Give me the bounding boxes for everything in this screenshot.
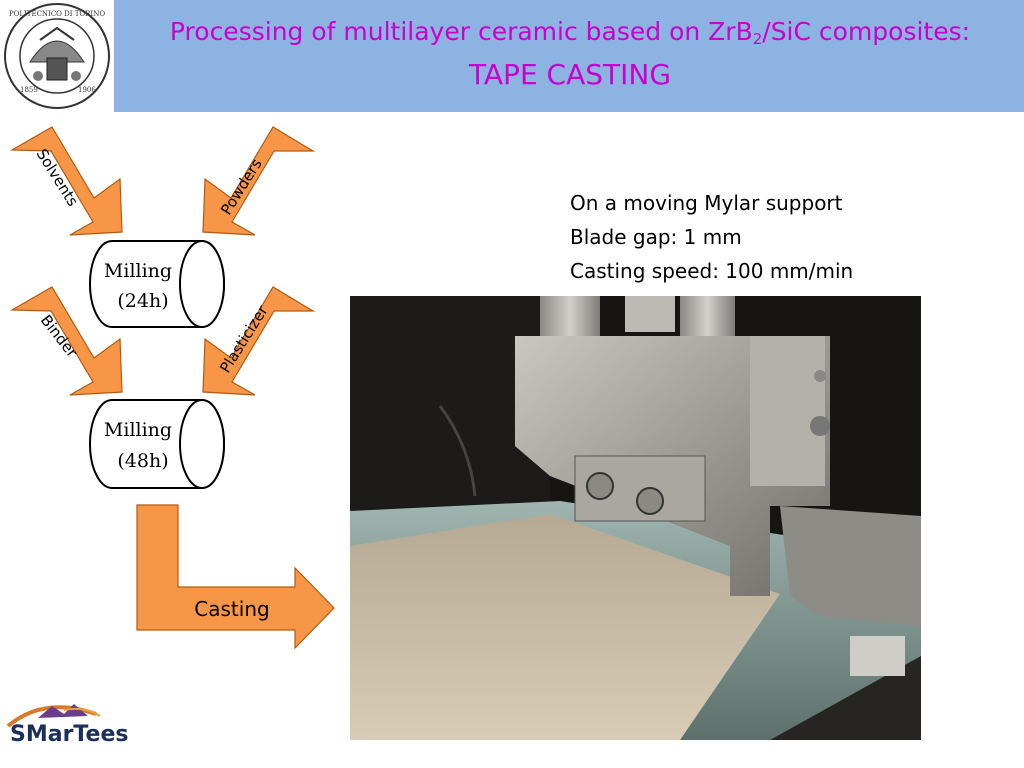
milling1-duration: (24h): [117, 290, 168, 312]
svg-text:1906: 1906: [78, 86, 96, 94]
page-subtitle: TAPE CASTING: [468, 58, 672, 91]
milling1-label: Milling: [104, 260, 172, 282]
info-line-support: On a moving Mylar support: [570, 191, 843, 215]
milling-48h-cylinder: Milling (48h): [89, 399, 225, 489]
smartees-wordmark: SMarTees: [10, 722, 129, 747]
milling-24h-cylinder: Milling (24h): [89, 240, 225, 328]
tape-casting-machine-image: [350, 296, 921, 740]
page-title: Processing of multilayer ceramic based o…: [169, 17, 971, 48]
info-line-speed: Casting speed: 100 mm/min: [570, 259, 854, 283]
svg-text:1859: 1859: [20, 86, 38, 94]
solvents-arrow: Solvents: [9, 126, 123, 236]
header-band: POLITECNICO DI TORINO 1859 1906 Processi…: [0, 0, 1024, 112]
casting-parameters: On a moving Mylar support Blade gap: 1 m…: [570, 186, 1000, 288]
powders-label: Powders: [217, 155, 266, 218]
casting-arrow: Casting: [136, 504, 335, 650]
process-flow-diagram: Solvents Powders Milling (24h) Binder Pl…: [9, 126, 335, 650]
casting-label: Casting: [194, 597, 269, 621]
smartees-swoosh-icon: [6, 704, 101, 728]
powders-arrow: Powders: [202, 126, 316, 236]
milling2-duration: (48h): [117, 450, 168, 472]
tape-casting-photo: [350, 296, 921, 740]
milling2-label: Milling: [104, 419, 172, 441]
plasticizer-label: Plasticizer: [216, 301, 272, 376]
university-seal: POLITECNICO DI TORINO 1859 1906: [0, 0, 114, 112]
smartees-logo: SMarTees: [4, 696, 154, 756]
info-line-blade-gap: Blade gap: 1 mm: [570, 225, 742, 249]
svg-text:POLITECNICO DI TORINO: POLITECNICO DI TORINO: [9, 10, 105, 18]
seal-icon: POLITECNICO DI TORINO 1859 1906: [4, 3, 110, 109]
